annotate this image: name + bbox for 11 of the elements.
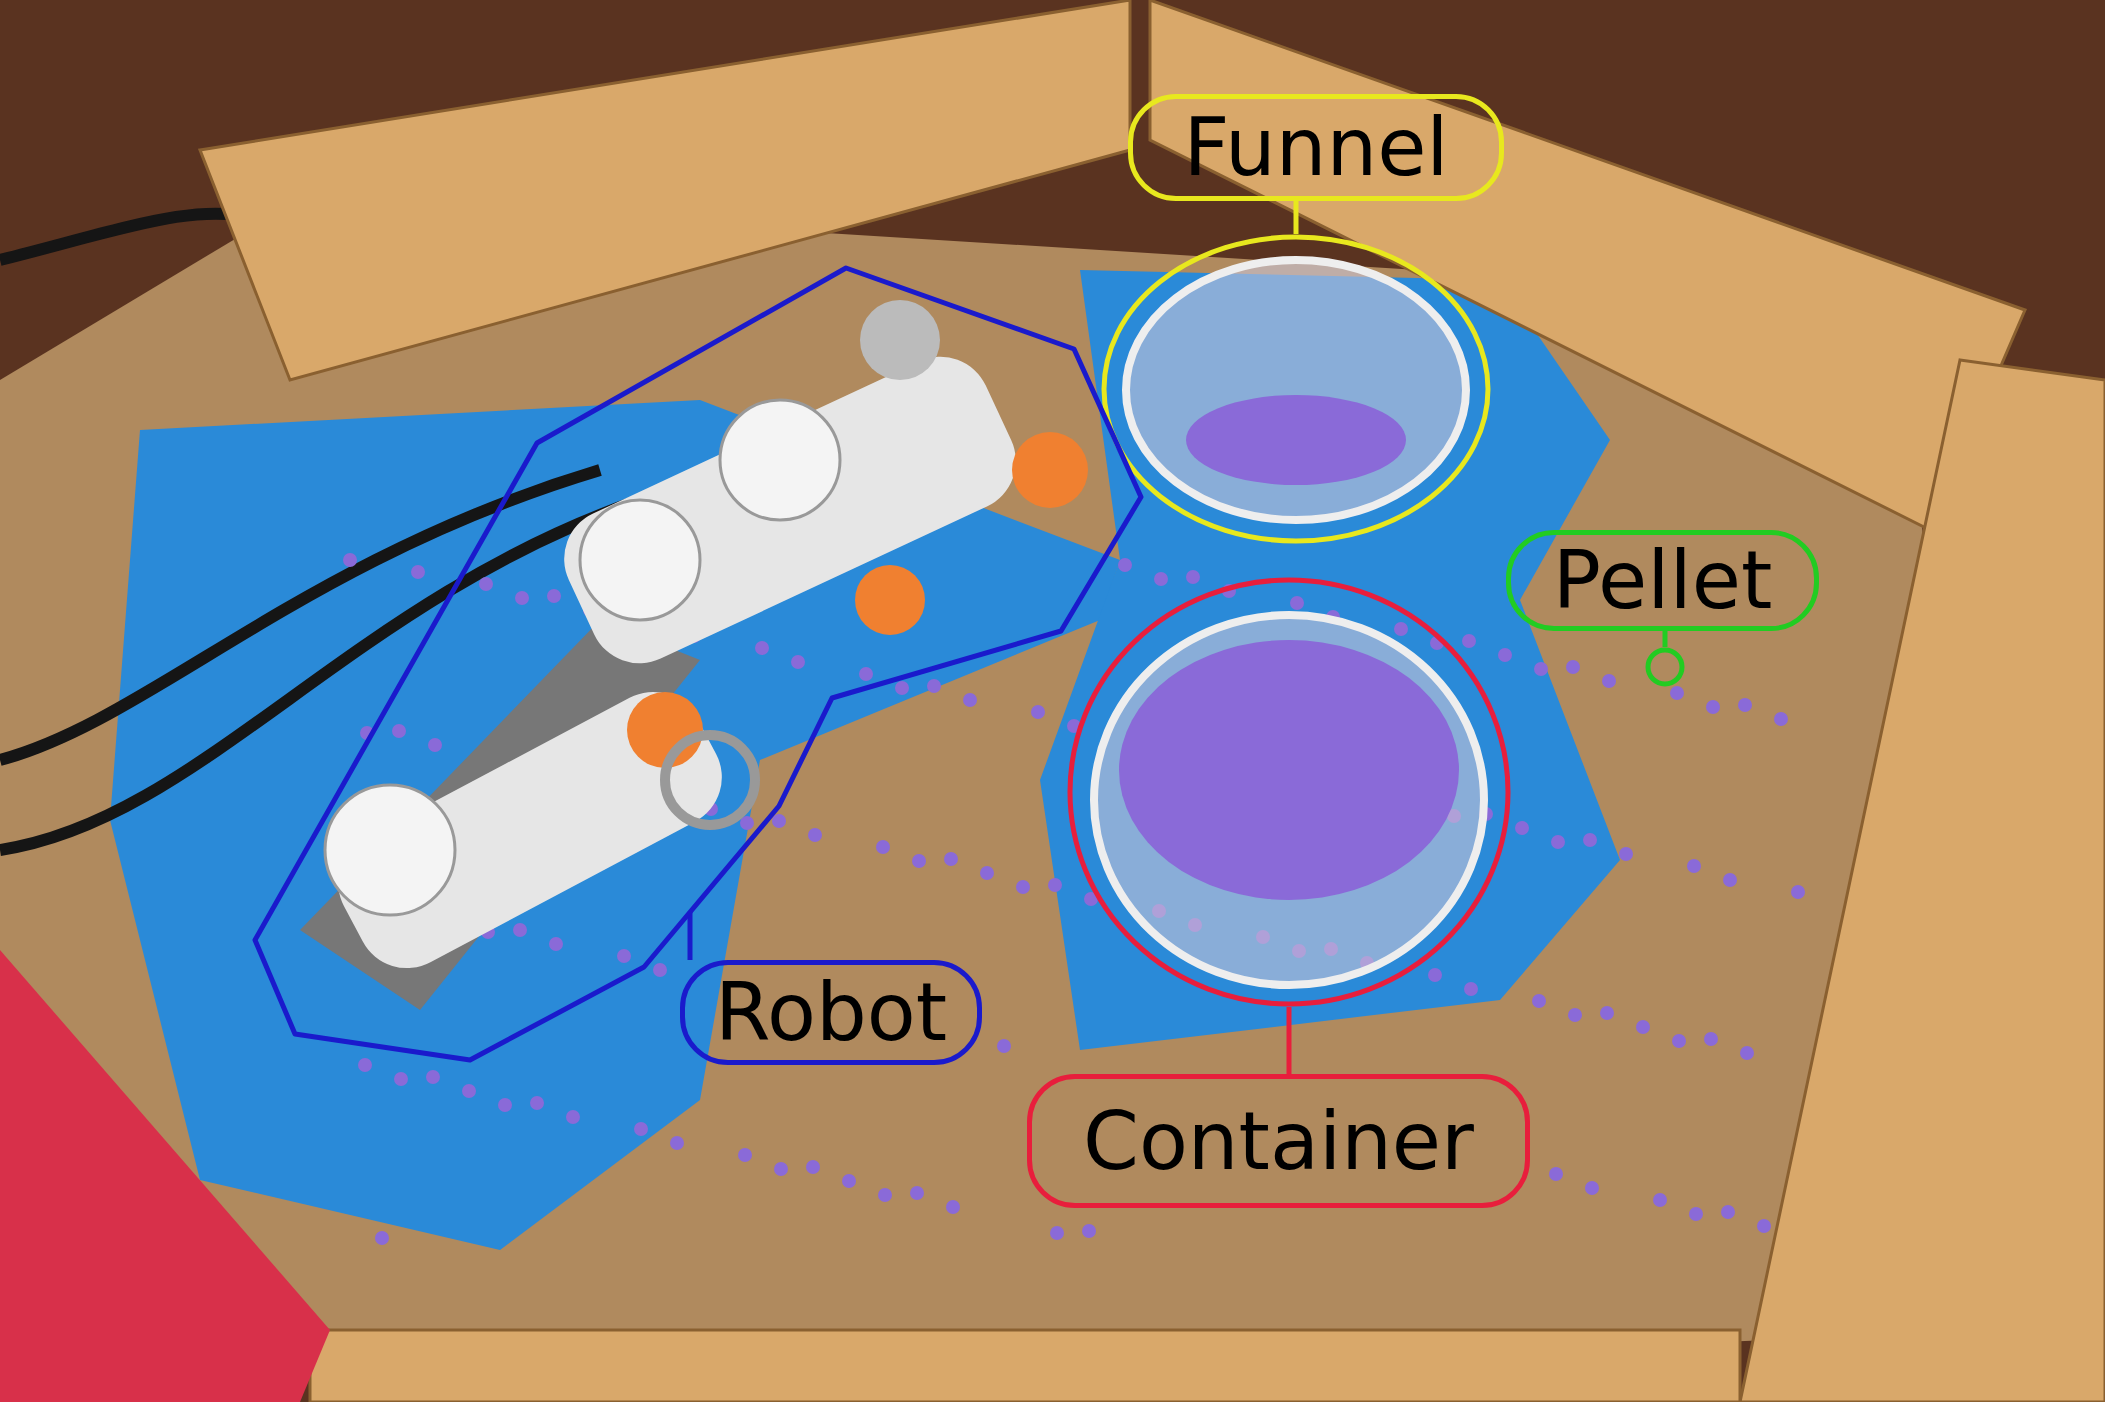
highlight-outline xyxy=(1645,647,1685,687)
leader-line xyxy=(1286,1007,1292,1074)
callout-label: Robot xyxy=(680,960,982,1065)
highlight-outline xyxy=(1067,577,1511,1007)
leader-line xyxy=(1662,631,1668,647)
callout-label: Container xyxy=(1027,1074,1530,1208)
callout-label: Pellet xyxy=(1506,530,1819,631)
highlight-outline xyxy=(1101,234,1491,544)
callout-label: Funnel xyxy=(1128,94,1504,201)
leader-line xyxy=(687,912,693,960)
leader-line xyxy=(1293,201,1299,234)
